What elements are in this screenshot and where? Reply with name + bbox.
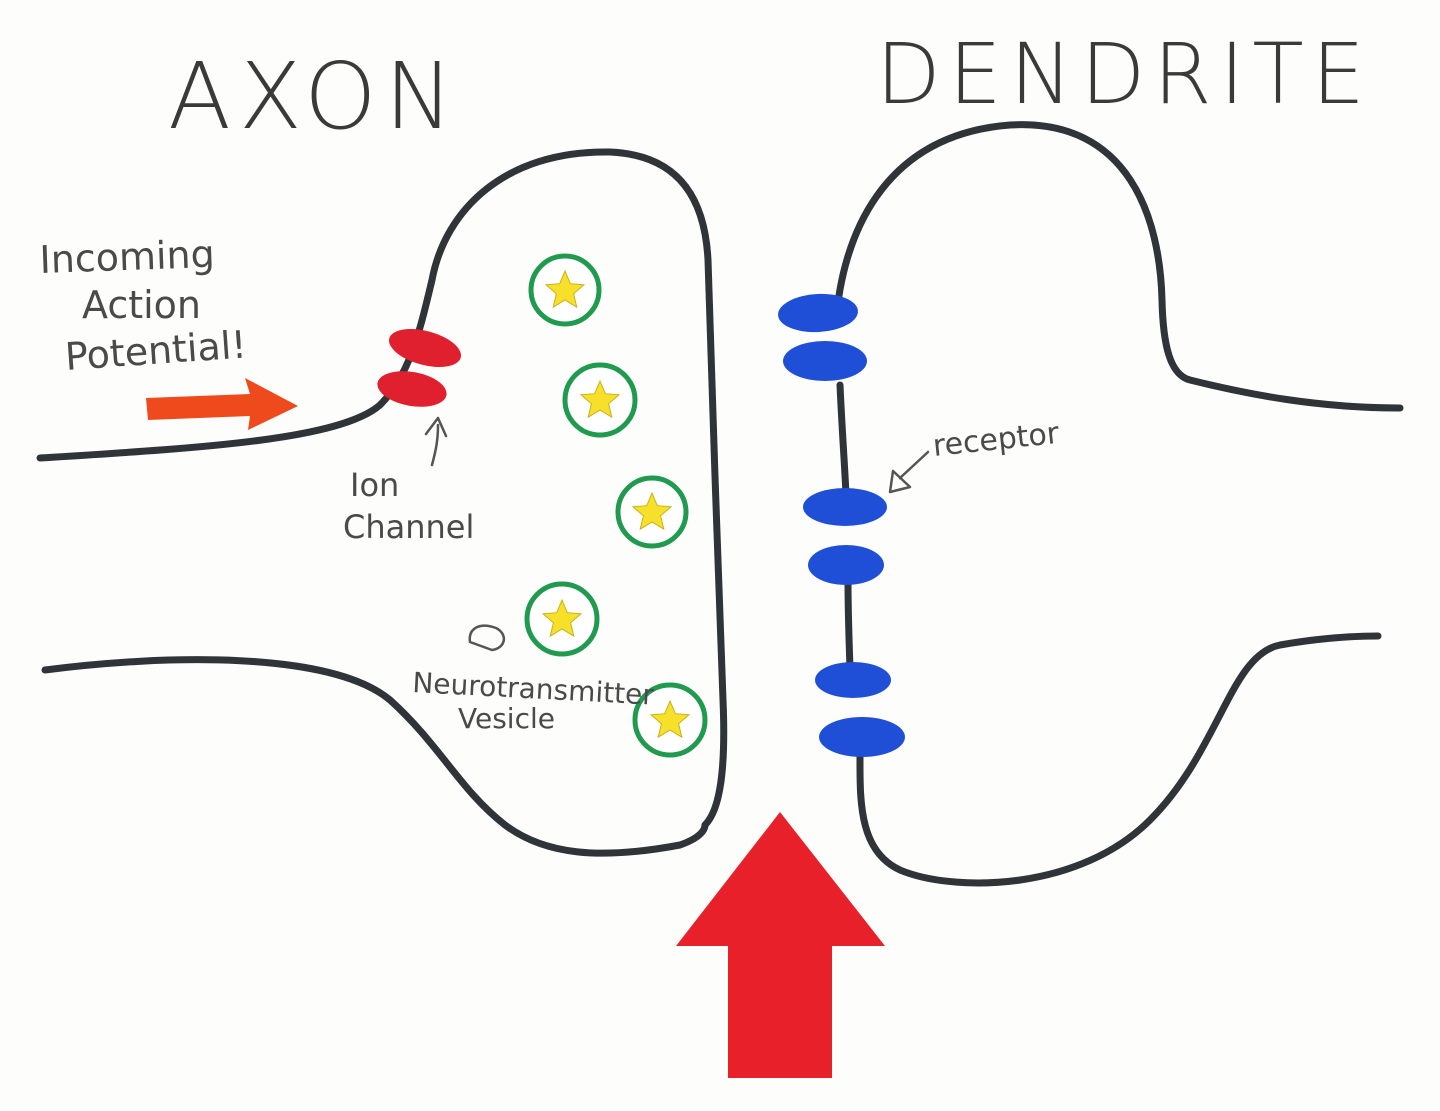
incoming-label-line2: Action [82,283,201,327]
dendrite-membrane-segment-1 [836,381,850,499]
star-icon [631,491,673,531]
vesicle-group [524,253,708,758]
ion-channel-pointer [430,423,440,467]
receptor-2 [783,341,867,381]
receptor-5 [815,662,891,698]
dendrite-membrane-wall [832,121,1404,412]
ion-channel-upper [388,328,462,368]
ion-channel-pointer-head [424,416,448,438]
incoming-label-line1: Incoming [39,232,216,282]
incoming-label-line3: Potential! [64,322,248,379]
dendrite-title: DENDRITE [876,25,1373,123]
star-icon [579,379,621,419]
ion-channel-label-line2: Channel [343,508,474,546]
vesicle-1 [528,253,602,327]
receptor-label: receptor [931,416,1061,464]
receptor-pointer-head [888,469,912,494]
star-icon [541,598,583,638]
arrow-right-icon [146,378,298,430]
star-icon [649,699,691,739]
dendrite-membrane-segment-2 [844,576,854,672]
receptor-3 [803,488,887,526]
vesicle-2 [562,362,638,438]
star-icon [544,269,586,309]
ion-channel-label-line1: Ion [350,466,399,504]
vesicle-5 [632,682,708,758]
dendrite-membrane-lower [856,632,1382,887]
receptor-4 [808,545,884,585]
axon-membrane-lower [41,656,709,857]
vesicle-pointer [468,624,505,652]
receptor-1 [778,293,858,333]
axon-membrane-upper [36,148,728,829]
receptor-pointer [898,450,930,480]
vesicle-4 [524,581,600,657]
ion-channel-lower [377,371,447,407]
axon-title: AXON [168,43,461,150]
receptor-6 [819,717,905,757]
vesicle-3 [615,475,689,549]
vesicle-label-line2: Vesicle [458,702,555,735]
arrow-up-icon [676,812,885,1078]
